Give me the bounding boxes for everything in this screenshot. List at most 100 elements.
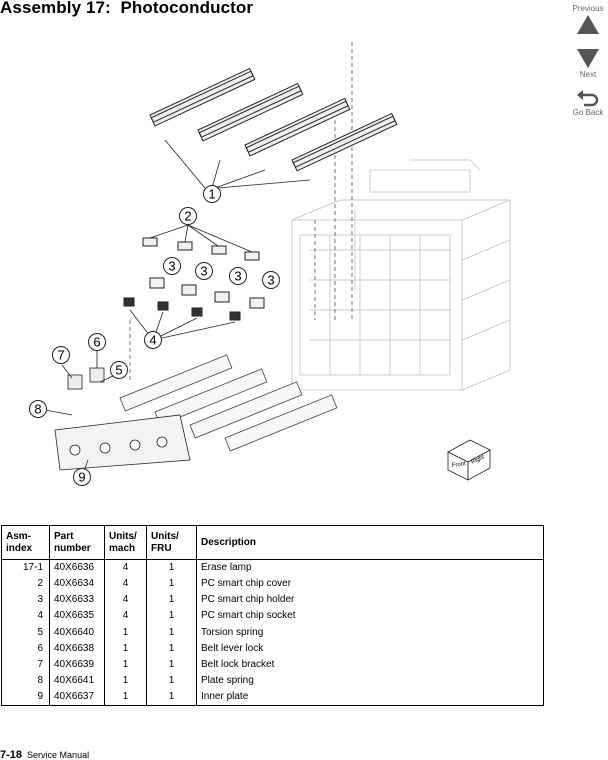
page-title: Assembly 17: Photoconductor xyxy=(0,0,254,17)
previous-label: Previous xyxy=(572,4,604,13)
cell-part-number: 40X6638 xyxy=(49,640,105,657)
parts-table: Asm- index Part number Units/ mach Units… xyxy=(1,525,544,707)
manual-name: Service Manual xyxy=(27,750,90,760)
cell-part-number: 40X6639 xyxy=(49,656,105,674)
page-number: 7-18 xyxy=(0,749,23,760)
cell-units-fru: 1 xyxy=(146,624,197,641)
cell-description: Belt lever lock xyxy=(196,640,544,657)
callout-9: 9 xyxy=(73,468,91,486)
right-label: Right xyxy=(470,454,486,465)
callout-3c: 3 xyxy=(229,267,247,285)
callout-4: 4 xyxy=(144,331,162,349)
callout-8-label: 8 xyxy=(34,402,41,417)
header-asm-index-text: Asm- index xyxy=(6,530,33,554)
inner-plate-shape xyxy=(54,414,191,471)
table-header-row: Asm- index Part number Units/ mach Units… xyxy=(1,525,544,560)
header-units-fru: Units/ FRU xyxy=(146,525,197,560)
go-back-label: Go Back xyxy=(572,108,604,117)
callout-3d-label: 3 xyxy=(267,273,274,288)
header-units-fru-text: Units/ FRU xyxy=(151,530,179,554)
callout-3a-label: 3 xyxy=(168,259,175,274)
callout-9-label: 9 xyxy=(78,470,85,485)
callout-5-label: 5 xyxy=(115,363,122,378)
header-description: Description xyxy=(196,525,544,560)
callout-1-label: 1 xyxy=(208,187,215,202)
callout-6: 6 xyxy=(88,333,106,351)
header-asm-index: Asm- index xyxy=(1,525,50,560)
callout-5: 5 xyxy=(110,361,128,379)
return-arrow-icon xyxy=(577,90,599,107)
cell-part-number: 40X6633 xyxy=(49,592,105,609)
callout-4-label: 4 xyxy=(149,333,156,348)
cell-units-mach: 1 xyxy=(104,640,147,657)
cell-description: Inner plate xyxy=(196,689,544,707)
callout-8: 8 xyxy=(29,400,47,418)
exploded-parts-diagram: 1 2 3 3 3 3 4 5 xyxy=(29,42,511,486)
cell-asm-index: 8 xyxy=(1,673,50,690)
callout-1: 1 xyxy=(203,185,221,203)
cell-part-number: 40X6641 xyxy=(49,673,105,690)
cell-units-mach: 4 xyxy=(104,592,147,609)
cell-part-number: 40X6635 xyxy=(49,608,105,625)
cell-part-number: 40X6640 xyxy=(49,624,105,641)
cell-part-number: 40X6636 xyxy=(49,559,105,576)
callout-7-label: 7 xyxy=(57,348,64,363)
callout-7: 7 xyxy=(52,346,70,364)
orientation-cube xyxy=(447,439,491,481)
cell-units-mach: 4 xyxy=(104,608,147,625)
header-part-number: Part number xyxy=(49,525,105,560)
cell-part-number: 40X6637 xyxy=(49,689,105,707)
cell-units-fru: 1 xyxy=(146,640,197,657)
cell-units-fru: 1 xyxy=(146,559,197,576)
cell-asm-index: 3 xyxy=(1,592,50,609)
cell-description: Erase lamp xyxy=(196,559,544,576)
cell-description: PC smart chip holder xyxy=(196,592,544,609)
next-label: Next xyxy=(579,70,597,79)
callout-2: 2 xyxy=(179,207,197,225)
callout-3c-label: 3 xyxy=(234,269,241,284)
cell-units-mach: 4 xyxy=(104,576,147,593)
cell-asm-index: 5 xyxy=(1,624,50,641)
previous-link[interactable]: Previous xyxy=(568,4,608,35)
cell-description: Plate spring xyxy=(196,673,544,690)
erase-lamp-group xyxy=(149,67,398,172)
next-nav[interactable]: Next xyxy=(568,48,608,79)
go-back-link[interactable]: Go Back xyxy=(568,88,608,117)
cell-units-fru: 1 xyxy=(146,656,197,674)
cell-asm-index: 7 xyxy=(1,656,50,674)
triangle-down-icon xyxy=(577,49,599,68)
cell-units-fru: 1 xyxy=(146,673,197,690)
header-units-mach-text: Units/ mach xyxy=(109,530,137,554)
cell-units-mach: 1 xyxy=(104,656,147,674)
header-description-text: Description xyxy=(201,536,257,548)
cell-asm-index: 9 xyxy=(1,689,50,707)
header-part-number-text: Part number xyxy=(54,530,91,554)
callout-6-label: 6 xyxy=(93,335,100,350)
cell-asm-index: 6 xyxy=(1,640,50,657)
cell-units-mach: 1 xyxy=(104,689,147,707)
cell-units-fru: 1 xyxy=(146,592,197,609)
cell-description: Torsion spring xyxy=(196,624,544,641)
previous-nav[interactable]: Previous xyxy=(568,4,608,35)
callout-2-label: 2 xyxy=(184,209,191,224)
header-units-mach: Units/ mach xyxy=(104,525,147,560)
front-label: Front xyxy=(451,461,466,469)
cell-description: Belt lock bracket xyxy=(196,656,544,674)
page-footer: 7-18 Service Manual xyxy=(0,749,89,760)
go-back-nav[interactable]: Go Back xyxy=(568,88,608,117)
callout-3d: 3 xyxy=(262,271,280,289)
cell-part-number: 40X6634 xyxy=(49,576,105,593)
cell-description: PC smart chip socket xyxy=(196,608,544,625)
next-link[interactable]: Next xyxy=(568,48,608,79)
cell-asm-index: 4 xyxy=(1,608,50,625)
callout-3b-label: 3 xyxy=(200,264,207,279)
cell-description: PC smart chip cover xyxy=(196,576,544,593)
cell-asm-index: 17-1 xyxy=(1,559,50,576)
cell-asm-index: 2 xyxy=(1,576,50,593)
